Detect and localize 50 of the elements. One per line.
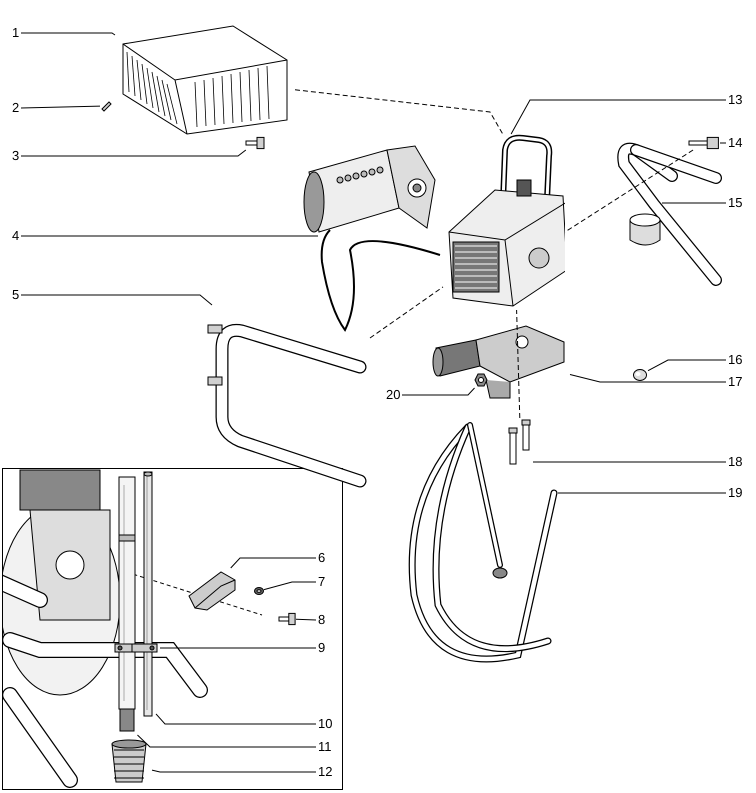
callout-number: 16	[728, 352, 742, 368]
leader-line	[370, 286, 444, 338]
screw-drawing	[245, 136, 265, 150]
callout-number: 7	[318, 574, 326, 590]
callout-number: 14	[728, 135, 742, 151]
screw-drawing	[688, 136, 720, 150]
leader-line	[20, 106, 100, 108]
leader-line	[564, 150, 694, 232]
screws-drawing	[508, 418, 533, 466]
callout-number: 9	[318, 640, 326, 656]
callout-number: 17	[728, 374, 742, 390]
leader-line	[516, 310, 520, 418]
screw-drawing	[100, 100, 112, 112]
leader-line	[136, 734, 316, 748]
callout-number: 18	[728, 454, 742, 470]
leader-line	[294, 89, 504, 134]
screw-drawing	[278, 612, 296, 626]
leader-line	[662, 202, 726, 204]
callout-number: 20	[386, 387, 400, 403]
leader-line	[20, 150, 246, 156]
leader-line	[558, 492, 726, 494]
callout-number: 8	[318, 612, 326, 628]
o-ring-drawing	[254, 586, 264, 596]
leader-line	[648, 360, 726, 372]
callout-number: 2	[12, 100, 20, 116]
callout-number: 10	[318, 716, 332, 732]
callout-number: 15	[728, 195, 742, 211]
callout-number: 11	[318, 739, 332, 755]
leader-line	[230, 558, 316, 568]
callout-number: 6	[318, 550, 326, 566]
leader-line	[20, 32, 116, 36]
leader-line	[510, 100, 726, 134]
leader-line	[156, 713, 316, 724]
callout-number: 5	[12, 287, 20, 303]
callout-number: 3	[12, 148, 20, 164]
callout-number: 13	[728, 92, 742, 108]
leader-line	[152, 770, 316, 772]
plug-drawing	[632, 368, 648, 382]
leader-line	[570, 374, 726, 382]
leader-line	[720, 142, 726, 144]
leader-line	[264, 582, 316, 590]
leader-line	[20, 294, 212, 306]
callout-number: 19	[728, 485, 742, 501]
leader-line	[402, 388, 476, 396]
callout-number: 1	[12, 25, 20, 41]
callout-number: 4	[12, 228, 20, 244]
fitting-drawing	[472, 372, 490, 388]
clamp-drawing	[112, 641, 160, 655]
callout-number: 12	[318, 764, 332, 780]
leader-line	[296, 618, 316, 620]
